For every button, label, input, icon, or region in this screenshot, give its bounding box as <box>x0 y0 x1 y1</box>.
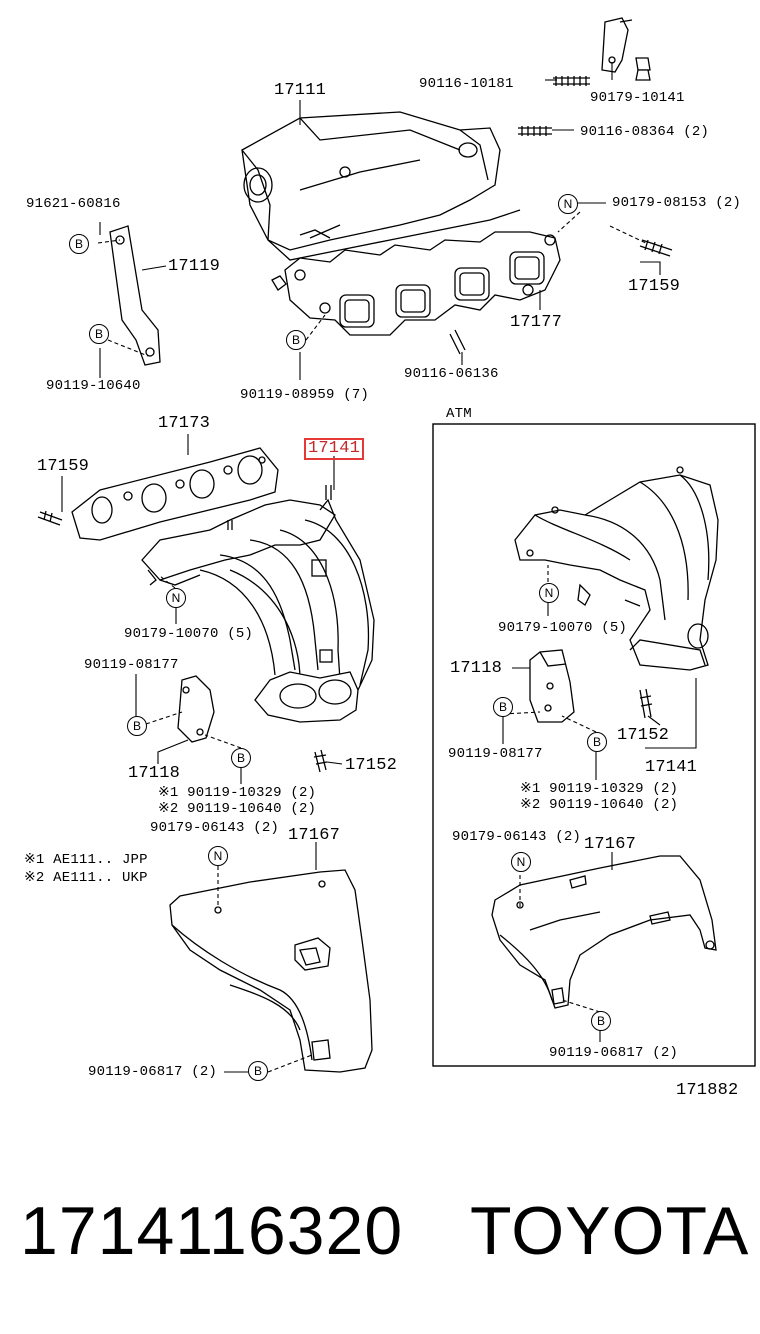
label-17173: 17173 <box>158 414 211 433</box>
bolt-symbol-b: B <box>89 324 109 344</box>
label-17152-atm: 17152 <box>617 726 670 745</box>
diagram-reference-number: 171882 <box>676 1081 739 1100</box>
label-17177: 17177 <box>510 313 563 332</box>
bolt-symbol-b: B <box>248 1061 268 1081</box>
label-90179-06143-left: 90179-06143 (2) <box>150 820 280 836</box>
label-90179-10070-left: 90179-10070 (5) <box>124 626 254 642</box>
exhaust-manifold-atm-drawing <box>514 466 719 671</box>
label-90116-08364: 90116-08364 (2) <box>580 124 710 140</box>
label-17159-mid: 17159 <box>37 457 90 476</box>
bolt-symbol-b: B <box>69 234 89 254</box>
label-90179-06143-atm: 90179-06143 (2) <box>452 829 582 845</box>
nut-symbol-n: N <box>208 846 228 866</box>
label-17118-left: 17118 <box>128 764 181 783</box>
exhaust-gasket-drawing <box>71 447 279 541</box>
label-17119: 17119 <box>168 257 221 276</box>
stay-bracket-atm-drawing <box>529 649 575 723</box>
leader-lines-left <box>61 434 343 1073</box>
label-90119-08177-left: 90119-08177 <box>84 657 179 673</box>
nut-symbol-n: N <box>539 583 559 603</box>
label-90119-08959: 90119-08959 (7) <box>240 387 370 403</box>
nut-symbol-n: N <box>166 588 186 608</box>
label-91621-60816: 91621-60816 <box>26 196 121 212</box>
label-90179-10070-atm: 90179-10070 (5) <box>498 620 628 636</box>
heat-insulator-atm-drawing <box>491 855 717 1009</box>
label-90179-08153: 90179-08153 (2) <box>612 195 742 211</box>
legend-note2: ※2 AE111.. UKP <box>24 870 148 886</box>
manifold-stay-drawing <box>109 225 161 366</box>
bolt-symbol-b: B <box>493 697 513 717</box>
top-bracket-drawing <box>601 17 651 81</box>
intake-manifold-drawing <box>241 111 561 336</box>
label-atm: ATM <box>446 406 472 422</box>
nut-symbol-n: N <box>558 194 578 214</box>
bolt-symbol-b: B <box>231 748 251 768</box>
label-90119-10640: 90119-10640 <box>46 378 141 394</box>
label-90179-10141: 90179-10141 <box>590 90 685 106</box>
label-note1-atm: ※1 90119-10329 (2) <box>520 781 679 797</box>
part-number: 1714116320 <box>20 1193 404 1269</box>
nut-symbol-n: N <box>511 852 531 872</box>
brand-name: TOYOTA <box>470 1193 750 1269</box>
bolt-symbol-b: B <box>286 330 306 350</box>
label-90116-10181: 90116-10181 <box>419 76 514 92</box>
stay-bracket-left-drawing <box>177 675 215 743</box>
label-17118-atm: 17118 <box>450 659 503 678</box>
label-17159-top: 17159 <box>628 277 681 296</box>
label-note2-left: ※2 90119-10640 (2) <box>158 801 317 817</box>
label-17111: 17111 <box>274 81 327 100</box>
label-17167-atm: 17167 <box>584 835 637 854</box>
heat-insulator-left-drawing <box>169 869 373 1073</box>
label-17141-highlighted: 17141 <box>304 438 365 460</box>
stud-drawings <box>37 76 673 773</box>
leader-lines-atm <box>502 565 697 1042</box>
label-17167-left: 17167 <box>288 826 341 845</box>
label-90119-08177-atm: 90119-08177 <box>448 746 543 762</box>
bolt-symbol-b: B <box>591 1011 611 1031</box>
exhaust-manifold-left-drawing <box>141 485 375 723</box>
label-note1-left: ※1 90119-10329 (2) <box>158 785 317 801</box>
legend-note1: ※1 AE111.. JPP <box>24 852 148 868</box>
label-note2-atm: ※2 90119-10640 (2) <box>520 797 679 813</box>
leader-lines-top <box>97 62 661 380</box>
bolt-symbol-b: B <box>587 732 607 752</box>
label-17141-atm: 17141 <box>645 758 698 777</box>
label-90119-06817-left: 90119-06817 (2) <box>88 1064 218 1080</box>
label-90119-06817-atm: 90119-06817 (2) <box>549 1045 679 1061</box>
atm-frame <box>432 423 756 1067</box>
label-17152-left: 17152 <box>345 756 398 775</box>
bolt-symbol-b: B <box>127 716 147 736</box>
label-90116-06136: 90116-06136 <box>404 366 499 382</box>
